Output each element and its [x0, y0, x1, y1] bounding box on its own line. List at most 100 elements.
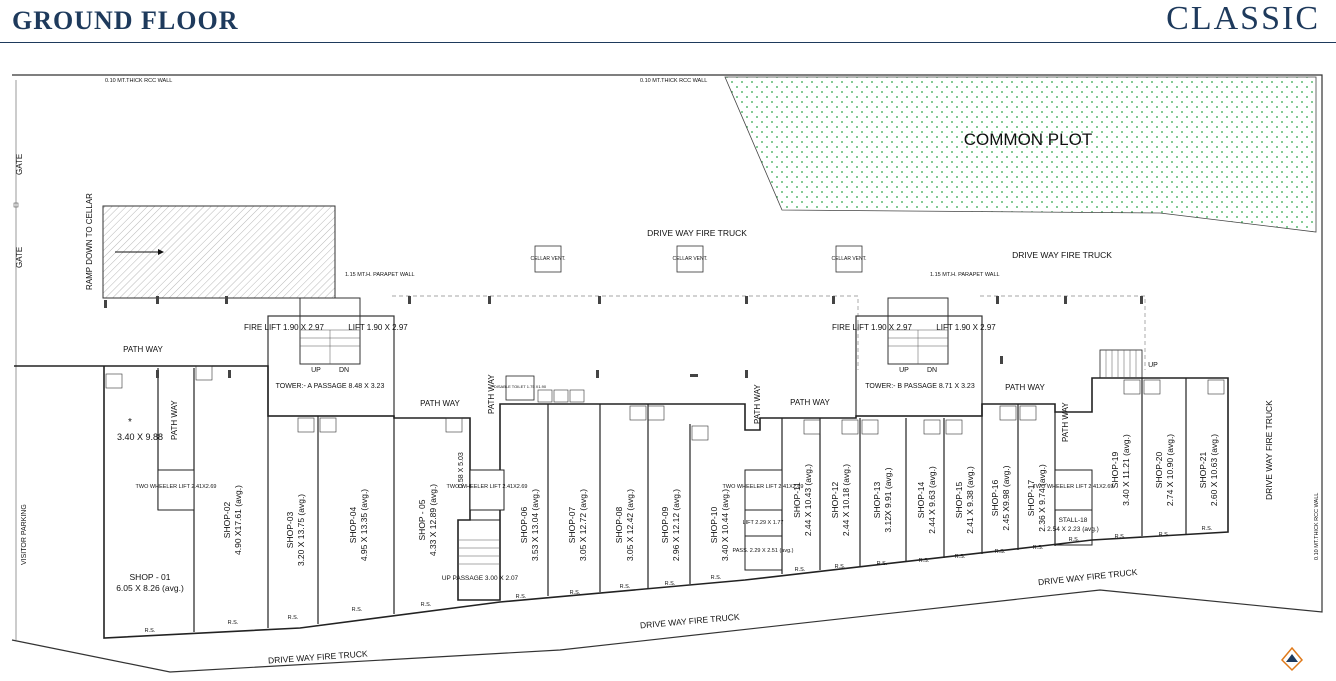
pathway-label-4: PATH WAY — [487, 374, 496, 414]
rs-marker: R.S. — [1033, 545, 1044, 551]
rs-marker: R.S. — [795, 567, 806, 573]
svg-text:CELLAR VENT.: CELLAR VENT. — [831, 256, 866, 262]
shop-name: SHOP-08 — [614, 507, 624, 544]
rcc-wall-label: 0.10 MT.THICK RCC WALL — [105, 78, 172, 84]
shop-name: SHOP-16 — [990, 480, 1000, 517]
two-wheeler-lift-2: TWO WHEELER LIFT 2.41X2.69 — [447, 469, 528, 511]
pathway-label-6: PATH WAY — [790, 398, 830, 407]
shop-size: 2.36 X 9.74 (avg.) — [1037, 464, 1047, 532]
shop-size: 2.60 X 10.63 (avg.) — [1209, 434, 1219, 506]
columns — [104, 296, 1143, 378]
shop-name: SHOP-06 — [519, 507, 529, 544]
north-arrow-icon — [1280, 646, 1304, 672]
rs-marker: R.S. — [1202, 526, 1213, 532]
two-wheeler-lift-3: TWO WHEELER LIFT 2.41X2.69 — [723, 469, 804, 511]
rs-marker: R.S. — [1115, 534, 1126, 540]
visitor-parking-label: VISITOR PARKING — [21, 504, 28, 565]
shop-size: 2.44 X 9.63 (avg.) — [927, 466, 937, 534]
stall-18 — [1054, 509, 1093, 546]
shop-name: SHOP-04 — [348, 507, 358, 544]
common-plot-label: COMMON PLOT — [964, 130, 1092, 149]
shop-size: 2.44 X 10.43 (avg.) — [803, 464, 813, 536]
driveway-label-right: DRIVE WAY FIRE TRUCK — [1264, 400, 1274, 500]
driveway-label-top-right: DRIVE WAY FIRE TRUCK — [1012, 250, 1112, 260]
rcc-wall-label-right: 0.10 MT.THICK RCC WALL — [1314, 493, 1320, 560]
shop-name: SHOP-07 — [567, 507, 577, 544]
svg-text:TWO WHEELER LIFT 2.41X2.69: TWO WHEELER LIFT 2.41X2.69 — [1033, 484, 1114, 490]
shop-partitions — [157, 368, 1187, 632]
parapet-label-a: 1.15 MT.H. PARAPET WALL — [345, 272, 415, 278]
svg-text:TWO WHEELER LIFT 2.41X2.69: TWO WHEELER LIFT 2.41X2.69 — [447, 484, 528, 490]
page-title: GROUND FLOOR — [12, 6, 239, 35]
header-divider — [0, 42, 1336, 43]
shop-name: SHOP-21 — [1198, 452, 1208, 489]
pathway-label-5: PATH WAY — [753, 384, 762, 424]
site-boundary — [11, 74, 1323, 673]
shop-name: SHOP-13 — [872, 482, 882, 519]
rs-marker: R.S. — [711, 575, 722, 581]
shop-size: 2.74 X 10.90 (avg.) — [1165, 434, 1175, 506]
two-wheeler-lift-4: TWO WHEELER LIFT 2.41X2.69 — [1033, 469, 1114, 511]
pass-room: PASS. 2.29 X 2.51 (avg.) — [732, 535, 794, 571]
shop-size: 2.54 X 2.23 (avg.) — [1047, 526, 1099, 533]
shop-star-dims: 3.40 X 9.88 — [117, 432, 163, 442]
rs-marker: R.S. — [955, 554, 966, 560]
building-outline — [14, 365, 1229, 639]
parapet-label-b: 1.15 MT.H. PARAPET WALL — [930, 272, 1000, 278]
shop-size: 6.05 X 8.26 (avg.) — [116, 583, 184, 593]
rs-marker: R.S. — [145, 628, 156, 634]
cellar-vent-1: CELLAR VENT. — [530, 245, 566, 273]
shop-size: 4.90 X17.61 (avg.) — [233, 485, 243, 555]
svg-text:LIFT 1.90 X 2.97: LIFT 1.90 X 2.97 — [936, 323, 996, 332]
cellar-vent-2: CELLAR VENT. — [672, 245, 708, 273]
shop-name: SHOP - 01 — [130, 572, 171, 582]
shop-name: SHOP-03 — [285, 512, 295, 549]
rs-marker: R.S. — [1159, 532, 1170, 538]
two-wheeler-lift-1: TWO WHEELER LIFT 2.41X2.69 — [136, 469, 217, 511]
shop-name: SHOP - 05 — [417, 499, 427, 540]
shop-size: 3.53 X 13.04 (avg.) — [530, 489, 540, 561]
shop-size: 4.33 X 12.89 (avg.) — [428, 484, 438, 556]
svg-text:FIRE LIFT 1.90 X 2.97: FIRE LIFT 1.90 X 2.97 — [832, 323, 912, 332]
shop-name: SHOP-10 — [709, 507, 719, 544]
driveway-label-top: DRIVE WAY FIRE TRUCK — [647, 228, 747, 238]
svg-text:UP: UP — [1148, 362, 1158, 369]
gate-label-1: GATE — [15, 154, 24, 175]
svg-text:FIRE LIFT 1.90 X 2.97: FIRE LIFT 1.90 X 2.97 — [244, 323, 324, 332]
pathway-label-2: PATH WAY — [170, 400, 179, 440]
shop-size: 2.44 X 10.18 (avg.) — [841, 464, 851, 536]
wc-boxes — [105, 365, 1225, 441]
shop-name: SHOP-14 — [916, 482, 926, 519]
ramp-label: RAMP DOWN TO CELLAR — [85, 193, 94, 290]
svg-text:TWO WHEELER LIFT 2.41X2.69: TWO WHEELER LIFT 2.41X2.69 — [136, 484, 217, 490]
shop-size: 2.96 X 12.12 (avg.) — [671, 489, 681, 561]
svg-text:DN: DN — [927, 367, 937, 374]
pathway-label-7: PATH WAY — [1005, 383, 1045, 392]
svg-text:TWO WHEELER LIFT 2.41X2.69: TWO WHEELER LIFT 2.41X2.69 — [723, 484, 804, 490]
up-passage: UP PASSAGE 3.00 X 2.07 — [442, 519, 519, 601]
rs-marker: R.S. — [1069, 537, 1080, 543]
rs-marker: R.S. — [665, 581, 676, 587]
rs-marker: R.S. — [352, 607, 363, 613]
svg-text:LIFT 2.29 X 1.77: LIFT 2.29 X 1.77 — [743, 520, 784, 526]
svg-text:UP PASSAGE 3.00 X 2.07: UP PASSAGE 3.00 X 2.07 — [442, 575, 519, 582]
svg-text:UP: UP — [311, 367, 321, 374]
svg-text:CELLAR VENT.: CELLAR VENT. — [530, 256, 565, 262]
shop-name: SHOP-15 — [954, 482, 964, 519]
rs-marker: R.S. — [516, 594, 527, 600]
shop-name: STALL-18 — [1059, 517, 1088, 524]
